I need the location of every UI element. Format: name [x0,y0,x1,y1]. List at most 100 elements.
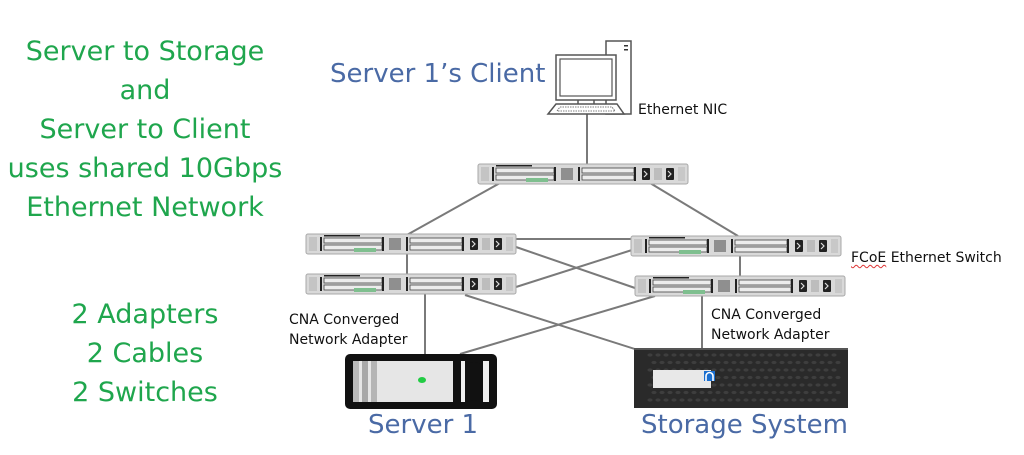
storage-vent-hole [675,390,681,395]
fcoe-prefix: FCoE [851,250,887,266]
fcoe-switch-a1 [305,233,517,255]
storage-vent-hole [735,368,741,372]
storage-vent-hole [679,353,685,357]
summary-line: Server to Client [39,114,251,145]
storage-vent-hole [683,390,689,395]
storage-vent-hole [783,368,789,372]
storage-vent-hole [719,368,725,372]
storage-vent-hole [807,398,813,402]
summary-line: and [119,75,171,106]
storage-vent-hole [751,368,757,372]
storage-vent-hole [727,398,733,402]
storage-vent-hole [691,390,697,395]
storage-vent-hole [767,383,773,387]
storage-vent-hole [775,353,781,357]
storage-vent-hole [831,398,837,402]
storage-vent-hole [759,383,765,387]
count-line-adapters: 2 Adapters [71,299,219,330]
storage-vent-hole [767,368,773,372]
storage-vent-hole [731,390,737,395]
server-status-led [418,377,426,383]
storage-vent-hole [771,390,777,395]
link-core-to-switch-b1 [649,182,739,237]
desktop-computer-icon [546,40,632,115]
storage-vent-hole [823,353,829,357]
storage-vent-hole [823,383,829,387]
storage-vent-hole [831,353,837,357]
storage-vent-hole [747,390,753,395]
storage-vent-hole [671,398,677,402]
summary-line: Ethernet Network [26,192,264,223]
storage-title: Storage System [641,410,848,440]
link-b2-to-server [459,295,656,355]
storage-label-panel [653,370,711,388]
storage-vent-hole [787,390,793,395]
storage-vent-hole [691,360,697,365]
storage-vent-hole [739,360,745,365]
storage-vent-hole [647,368,653,372]
storage-vent-hole [751,383,757,387]
storage-vent-hole [711,368,717,372]
link-a2-to-storage [464,294,639,351]
storage-vent-hole [671,353,677,357]
summary-line: Server to Storage [25,36,265,67]
storage-vent-hole [807,353,813,357]
storage-vent-hole [655,353,661,357]
storage-vent-hole [647,398,653,402]
storage-vent-hole [727,368,733,372]
storage-vent-hole [715,360,721,365]
fcoe-switch-b2 [634,275,846,297]
server-icon [345,354,497,409]
component-count-block: 2 Adapters 2 Cables 2 Switches [0,295,290,412]
storage-vent-hole [747,375,753,380]
storage-logo [704,371,715,381]
count-line-switches: 2 Switches [72,377,218,408]
storage-vent-hole [767,398,773,402]
storage-vent-hole [687,398,693,402]
storage-vent-hole [707,360,713,365]
storage-vent-hole [779,375,785,380]
storage-vent-hole [755,375,761,380]
storage-vent-hole [771,360,777,365]
adapter-label-line: Network Adapter [289,332,408,348]
storage-vent-hole [759,353,765,357]
fcoe-switch-b1 [630,235,842,257]
storage-vent-hole [775,368,781,372]
storage-vent-hole [727,353,733,357]
storage-vent-hole [719,353,725,357]
storage-vent-hole [795,390,801,395]
storage-array-icon [634,348,848,408]
storage-vent-hole [743,368,749,372]
count-line-cables: 2 Cables [86,338,204,369]
switch-label-rest: Ethernet Switch [886,250,1002,266]
adapter-label-line: Network Adapter [711,327,830,343]
storage-vent-hole [791,368,797,372]
storage-vent-hole [651,360,657,365]
storage-vent-hole [823,368,829,372]
storage-vent-hole [807,383,813,387]
storage-vent-hole [747,360,753,365]
storage-vent-hole [667,390,673,395]
storage-adapter-label: CNA Converged Network Adapter [711,305,829,345]
storage-vent-hole [695,353,701,357]
storage-vent-hole [827,375,833,380]
storage-vent-hole [719,383,725,387]
storage-vent-hole [799,383,805,387]
storage-vent-hole [723,390,729,395]
storage-vent-hole [683,360,689,365]
storage-vent-hole [783,398,789,402]
storage-vent-hole [803,390,809,395]
storage-vent-hole [651,390,657,395]
storage-vent-hole [767,353,773,357]
storage-vent-hole [647,383,653,387]
link-core-to-switch-a1 [404,182,501,237]
storage-vent-hole [811,390,817,395]
storage-vent-hole [727,383,733,387]
storage-vent-hole [659,390,665,395]
storage-vent-hole [779,360,785,365]
storage-vent-hole [695,398,701,402]
storage-vent-hole [835,360,841,365]
storage-vent-hole [699,390,705,395]
storage-vent-hole [803,360,809,365]
